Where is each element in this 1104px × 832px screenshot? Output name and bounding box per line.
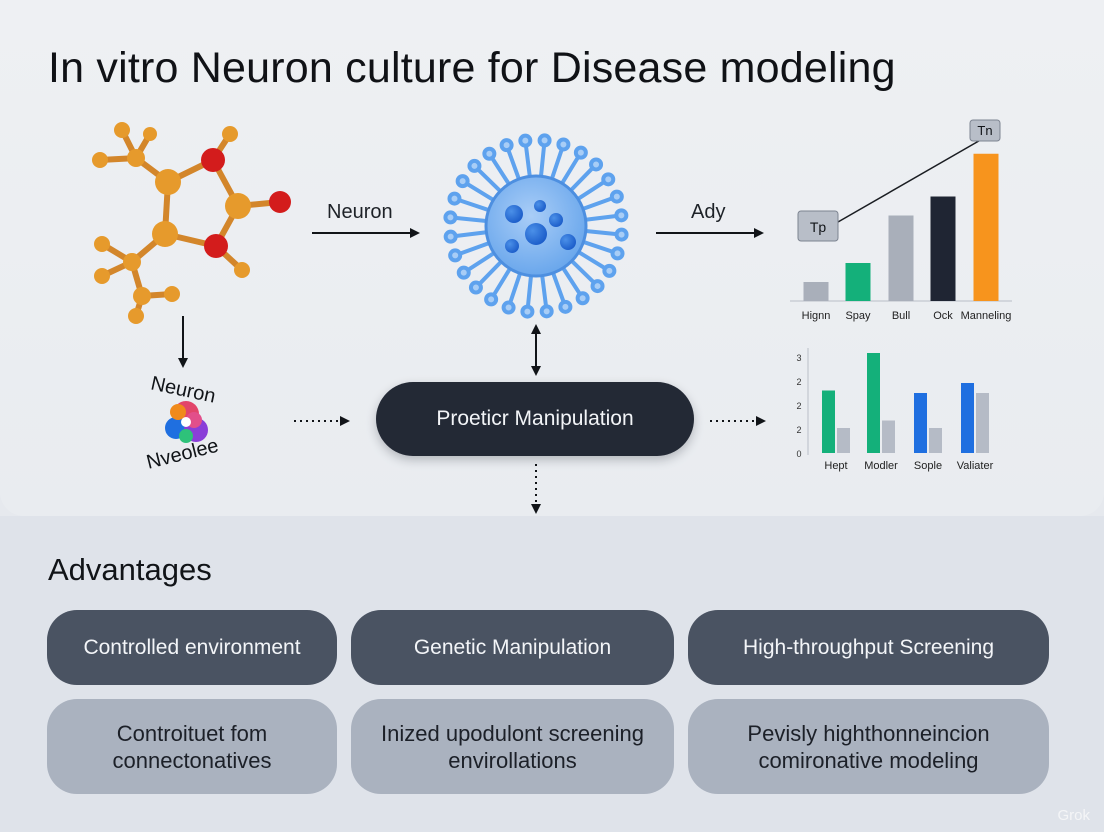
chart-bottom-ytick: 2 xyxy=(796,377,801,387)
bar-chart-bottom: 0 2 2 2 3 Hept Modler Sople Valiater xyxy=(796,348,994,472)
annotation-tn: Tn xyxy=(977,123,992,138)
neuron-spike-tip xyxy=(609,189,624,204)
chart-bottom-bar-primary xyxy=(961,383,974,453)
advantages-heading: Advantages xyxy=(48,552,212,587)
chart-bottom-ytick: 0 xyxy=(796,449,801,459)
neuron-spike-tip xyxy=(499,138,514,153)
molecule-atoms xyxy=(92,122,291,324)
neuron-cell-icon xyxy=(443,133,629,319)
chart-bottom-xtick: Modler xyxy=(864,460,898,472)
neuron-spike-tip xyxy=(501,300,516,315)
arrow-label-ady: Ady xyxy=(691,201,726,223)
neuron-spike-tip xyxy=(614,208,629,223)
chart-bottom-ytick: 3 xyxy=(796,353,801,363)
chart-top-bar-hignn xyxy=(803,282,829,301)
vesicles-icon xyxy=(165,401,208,443)
neuron-spike-tip xyxy=(482,146,497,161)
manipulation-node: Proeticr Manipulation xyxy=(376,382,694,456)
neuron-spike-tip xyxy=(468,280,483,295)
chart-bottom-bar-primary xyxy=(867,353,880,453)
neuron-spike-tip xyxy=(614,227,629,242)
chart-bottom-ytick: 2 xyxy=(796,425,801,435)
advantage-detail-1-line-1: Controituet fom xyxy=(116,720,268,746)
neuron-spike-tip xyxy=(518,133,533,148)
neuron-spike-tip xyxy=(556,137,571,152)
page-title: In vitro Neuron culture for Disease mode… xyxy=(48,44,896,92)
annotation-box-tp xyxy=(797,210,839,242)
chart-bottom-ytick: 2 xyxy=(796,401,801,411)
chart-bottom-bar-secondary xyxy=(929,428,942,453)
neuron-spike-tip xyxy=(558,299,573,314)
neuron-spike-tip xyxy=(443,229,458,244)
neuron-spike-tip xyxy=(590,279,605,294)
molecule-icon xyxy=(97,127,283,319)
watermark: Grok xyxy=(1057,807,1090,824)
annotation-tp: Tp xyxy=(810,219,827,235)
chart-bottom-xtick: Hept xyxy=(824,460,847,472)
bar-chart-top: Hignn Spay Bull Ock Manneling Tp Tn xyxy=(790,119,1012,322)
neuron-spike-tip xyxy=(537,133,552,148)
neuron-spike-tip xyxy=(602,263,617,278)
annotation-box-tn xyxy=(969,119,1001,142)
neuron-spike-tip xyxy=(589,157,604,172)
chart-bottom-bar-secondary xyxy=(837,428,850,453)
neuron-spike-tip xyxy=(448,248,463,263)
advantage-detail-3-line-2: comironative modeling xyxy=(758,747,979,773)
neuron-spike-tip xyxy=(455,174,470,189)
advantage-card-controlled-environment: Controlled environment xyxy=(47,610,337,685)
chart-top-xtick: Spay xyxy=(845,310,871,322)
neuron-spike-tip xyxy=(443,210,458,225)
neuron-spike-tip xyxy=(467,158,482,173)
chart-bottom-bar-primary xyxy=(822,390,835,453)
advantage-card-genetic-manipulation: Genetic Manipulation xyxy=(351,610,674,685)
advantage-detail-3-line-1: Pevisly highthonneincion xyxy=(747,720,990,746)
chart-top-xtick: Hignn xyxy=(802,310,831,322)
chart-top-bar-spay xyxy=(845,263,871,301)
neuron-spike-tip xyxy=(447,191,462,206)
chart-bottom-xtick: Valiater xyxy=(957,460,994,472)
advantage-detail-1-line-2: connectonatives xyxy=(112,747,272,773)
neuron-spike-tip xyxy=(456,265,471,280)
neuron-spike-tip xyxy=(575,291,590,306)
chart-top-bar-ock xyxy=(930,196,956,301)
chart-top-xtick: Ock xyxy=(933,310,953,322)
chart-top-annotation-line xyxy=(837,137,985,223)
chart-top-xtick: Bull xyxy=(892,310,910,322)
chart-bottom-bar-secondary xyxy=(976,393,989,453)
arrow-label-neuron: Neuron xyxy=(327,201,393,223)
neuron-spike-tip xyxy=(601,172,616,187)
chart-bottom-bar-primary xyxy=(914,393,927,453)
advantage-card-high-throughput-screening: High-throughput Screening xyxy=(688,610,1049,685)
chart-top-bar-bull xyxy=(888,215,914,301)
neuron-spike-tip xyxy=(520,304,535,319)
neuron-spike-tip xyxy=(610,246,625,261)
advantage-detail-2-line-2: envirollations xyxy=(448,747,577,773)
advantage-detail-2-line-1: Inized upodulont screening xyxy=(381,720,644,746)
chart-bottom-xtick: Sople xyxy=(914,460,942,472)
chart-top-xtick: Manneling xyxy=(961,310,1012,322)
chart-bottom-bar-secondary xyxy=(882,420,895,453)
chart-top-bar-manneling xyxy=(973,153,999,301)
neuron-spike-tip xyxy=(539,304,554,319)
neuron-spike-tip xyxy=(484,292,499,307)
neuron-spike-tip xyxy=(573,145,588,160)
